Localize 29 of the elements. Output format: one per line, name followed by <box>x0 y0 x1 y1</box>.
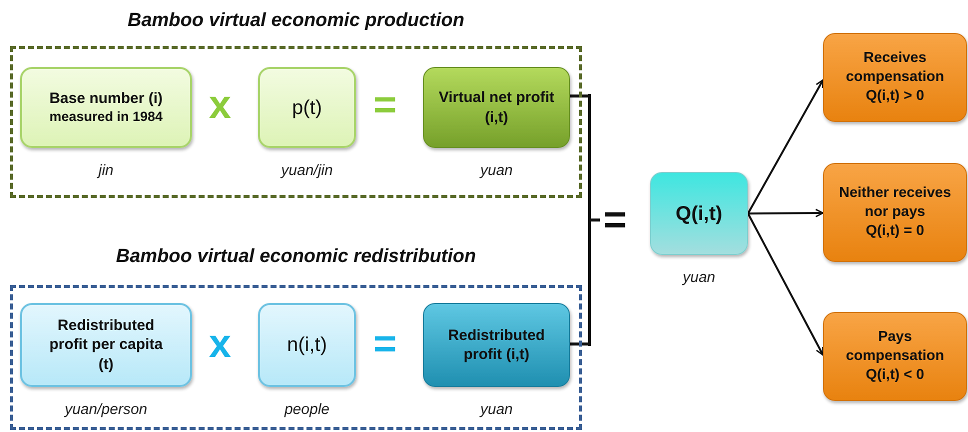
unit-label: people <box>283 401 331 418</box>
arrow <box>748 208 824 218</box>
formula-box: Redistributed profit per capita (t) <box>20 303 192 387</box>
group-heading: Bamboo virtual economic redistribution <box>115 246 477 268</box>
equals-sign: = <box>372 324 398 364</box>
equals-sign: = <box>372 85 398 125</box>
group-heading: Bamboo virtual economic production <box>126 10 466 32</box>
unit-label: yuan <box>478 401 514 418</box>
outcome-box: Receives compensation Q(i,t) > 0 <box>823 33 967 122</box>
formula-box: p(t) <box>258 67 356 148</box>
equals-sign: = <box>602 200 628 240</box>
formula-box: Base number (i) measured in 1984 <box>20 67 192 148</box>
times-sign: x <box>208 85 232 125</box>
unit-label: jin <box>96 162 114 179</box>
unit-label: yuan/person <box>63 401 148 418</box>
unit-label: yuan/jin <box>279 162 334 179</box>
formula-box: Redistributed profit (i,t) <box>423 303 570 387</box>
connector-line <box>570 342 588 346</box>
arrow <box>747 79 824 214</box>
outcome-box: Neither receives nor pays Q(i,t) = 0 <box>823 163 967 262</box>
formula-box: Q(i,t) <box>650 172 748 255</box>
times-sign: x <box>208 324 232 364</box>
unit-label: yuan <box>681 269 716 286</box>
outcome-box: Pays compensation Q(i,t) < 0 <box>823 312 967 401</box>
unit-label: yuan <box>478 162 514 179</box>
formula-box: Virtual net profit (i,t) <box>423 67 570 148</box>
arrow <box>747 213 824 356</box>
formula-box: n(i,t) <box>258 303 356 387</box>
connector-line <box>570 94 588 98</box>
